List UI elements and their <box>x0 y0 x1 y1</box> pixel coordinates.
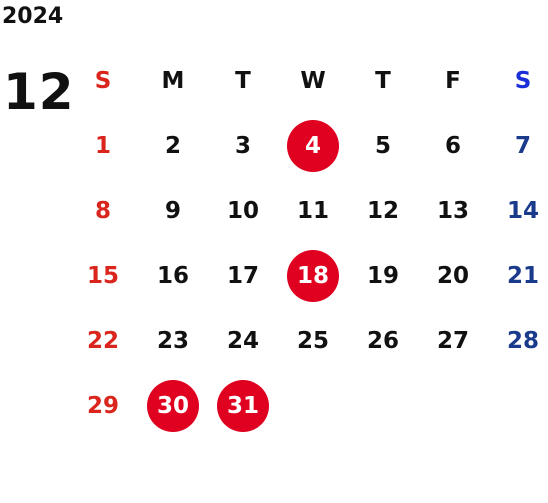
day-cell[interactable]: 20 <box>418 243 488 308</box>
day-cell-marked[interactable]: 30 <box>138 373 208 438</box>
day-cell[interactable]: 8 <box>68 178 138 243</box>
day-number: 8 <box>94 197 111 224</box>
day-cell[interactable]: 14 <box>488 178 548 243</box>
day-number: 2 <box>164 132 181 159</box>
weekday-header: F <box>445 67 461 94</box>
day-cell[interactable]: 9 <box>138 178 208 243</box>
day-number: 9 <box>164 197 181 224</box>
day-cell[interactable]: 25 <box>278 308 348 373</box>
day-number: 16 <box>156 262 189 289</box>
day-number: 27 <box>436 327 469 354</box>
weekday-header: T <box>375 67 391 94</box>
day-cell[interactable]: 22 <box>68 308 138 373</box>
day-number: 11 <box>296 197 329 224</box>
day-number: 29 <box>86 392 119 419</box>
day-cell[interactable]: 11 <box>278 178 348 243</box>
day-cell-marked[interactable]: 18 <box>278 243 348 308</box>
day-number: 14 <box>506 197 539 224</box>
day-cell[interactable]: 26 <box>348 308 418 373</box>
day-number: 7 <box>514 132 531 159</box>
day-number: 17 <box>226 262 259 289</box>
weekday-header: S <box>94 67 112 94</box>
day-number: 15 <box>86 262 119 289</box>
weekday-header: M <box>161 67 185 94</box>
day-cell[interactable]: 17 <box>208 243 278 308</box>
day-number: 23 <box>156 327 189 354</box>
day-number: 1 <box>94 132 111 159</box>
day-cell[interactable]: 16 <box>138 243 208 308</box>
day-number: 25 <box>296 327 329 354</box>
weekday-header: T <box>235 67 251 94</box>
day-cell[interactable]: 28 <box>488 308 548 373</box>
day-number: 13 <box>436 197 469 224</box>
day-number: 12 <box>366 197 399 224</box>
day-number: 3 <box>234 132 251 159</box>
day-cell[interactable]: 12 <box>348 178 418 243</box>
day-cell[interactable]: 21 <box>488 243 548 308</box>
day-cell-marked[interactable]: 4 <box>278 113 348 178</box>
day-cell[interactable]: 7 <box>488 113 548 178</box>
day-cell[interactable]: 29 <box>68 373 138 438</box>
day-number: 22 <box>86 327 119 354</box>
day-cell[interactable]: 6 <box>418 113 488 178</box>
day-cell[interactable]: 27 <box>418 308 488 373</box>
day-number: 24 <box>226 327 259 354</box>
day-cell[interactable]: 15 <box>68 243 138 308</box>
day-number: 31 <box>217 379 269 432</box>
day-number: 18 <box>287 249 339 302</box>
day-cell[interactable]: 24 <box>208 308 278 373</box>
day-number: 5 <box>374 132 391 159</box>
weekday-header: S <box>514 67 532 94</box>
day-number: 21 <box>506 262 539 289</box>
month-number: 12 <box>3 63 75 121</box>
day-cell[interactable]: 10 <box>208 178 278 243</box>
day-number: 28 <box>506 327 539 354</box>
day-number: 20 <box>436 262 469 289</box>
day-cell[interactable]: 5 <box>348 113 418 178</box>
weekday-header: W <box>300 67 326 94</box>
day-number: 4 <box>287 119 339 172</box>
day-cell[interactable]: 3 <box>208 113 278 178</box>
day-number: 30 <box>147 379 199 432</box>
day-number: 6 <box>444 132 461 159</box>
year-label: 2024 <box>2 4 64 29</box>
day-number: 26 <box>366 327 399 354</box>
day-cell[interactable]: 2 <box>138 113 208 178</box>
day-cell[interactable]: 1 <box>68 113 138 178</box>
day-number: 19 <box>366 262 399 289</box>
day-cell[interactable]: 23 <box>138 308 208 373</box>
day-cell[interactable]: 13 <box>418 178 488 243</box>
day-number: 10 <box>226 197 259 224</box>
day-cell-marked[interactable]: 31 <box>208 373 278 438</box>
day-cell[interactable]: 19 <box>348 243 418 308</box>
